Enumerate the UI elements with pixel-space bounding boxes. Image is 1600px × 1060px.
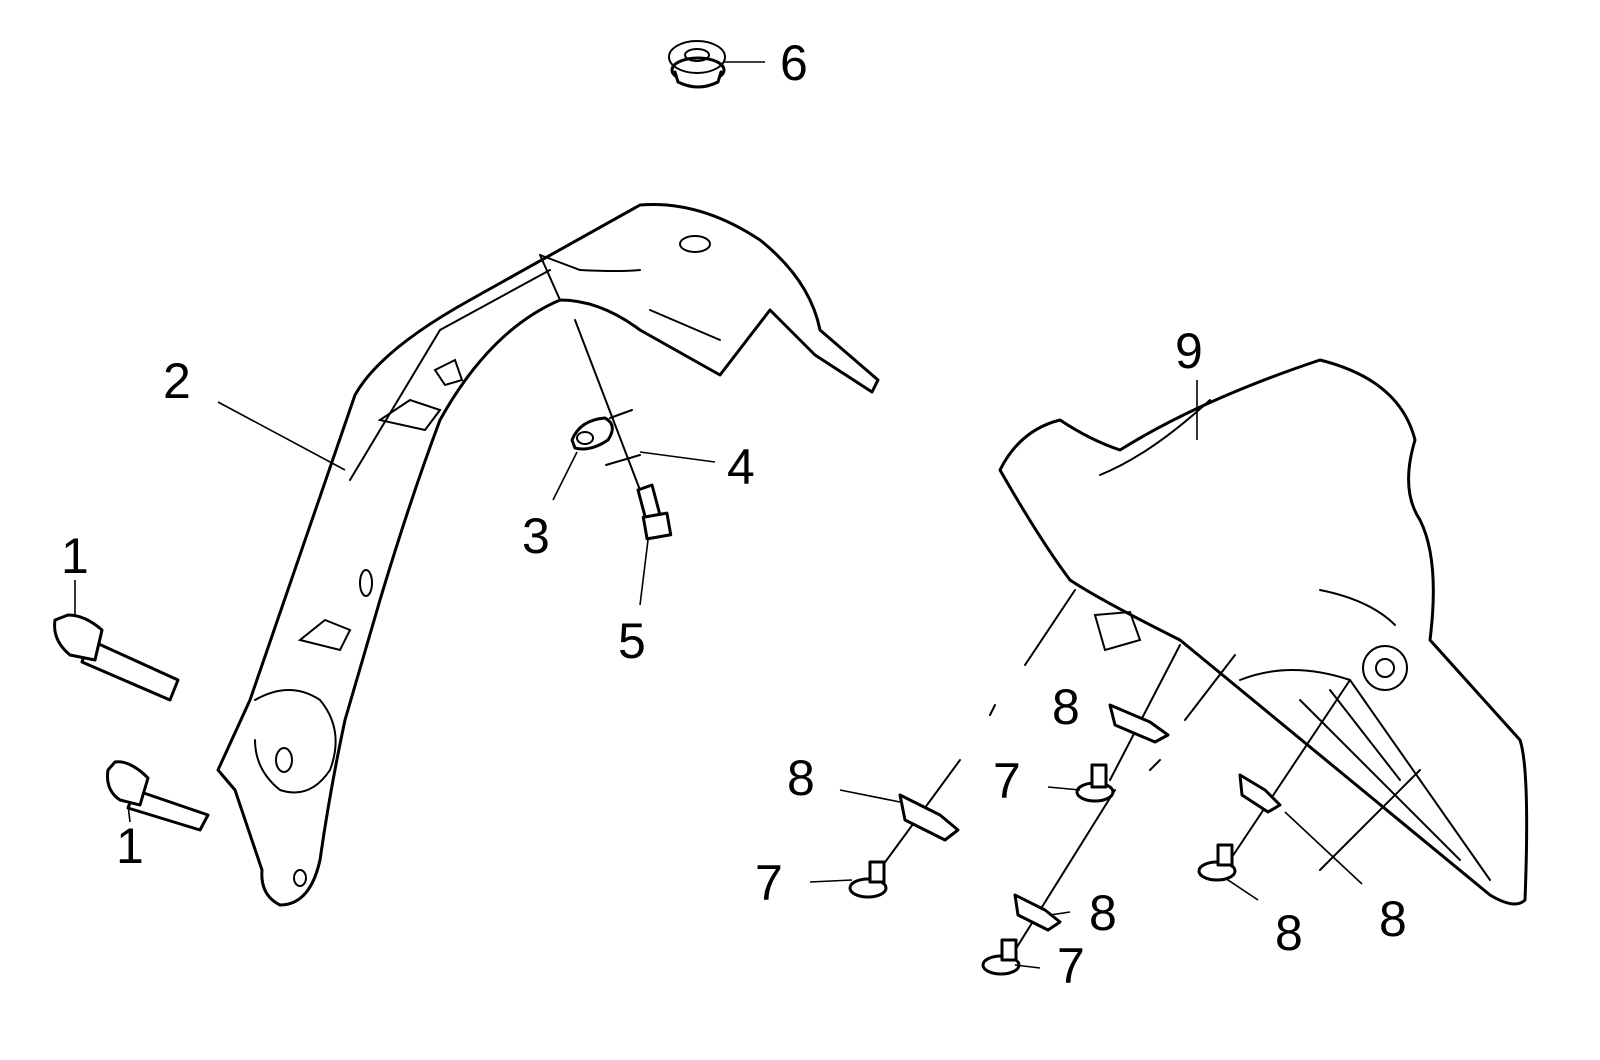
bolt-part-1-lower [106,760,210,832]
callout-3: 3 [522,508,550,564]
callout-5: 5 [618,613,646,669]
callout-4: 4 [727,439,755,495]
callout-9: 9 [1175,323,1203,379]
fasteners-parts-7-8 [809,589,1363,976]
callout-7: 7 [755,855,783,911]
callout-6: 6 [780,35,808,91]
callout-8: 8 [1275,905,1303,961]
clip-nut-part-3 [552,416,614,501]
callout-1-lower: 1 [116,818,144,874]
callout-8: 8 [787,750,815,806]
callout-7: 7 [993,753,1021,809]
callout-2: 2 [163,353,191,409]
callout-1-upper: 1 [61,528,89,584]
callout-8: 8 [1052,679,1080,735]
washer-part-4 [605,409,716,466]
bolt-part-1-upper [53,580,180,702]
callout-8: 8 [1089,885,1117,941]
fender-cover-part-9 [998,358,1529,906]
fender-bracket-part-2 [216,202,880,907]
callout-8: 8 [1379,891,1407,947]
screw-part-5 [574,319,673,606]
grommet-part-6 [668,40,765,89]
callout-7: 7 [1057,938,1085,994]
